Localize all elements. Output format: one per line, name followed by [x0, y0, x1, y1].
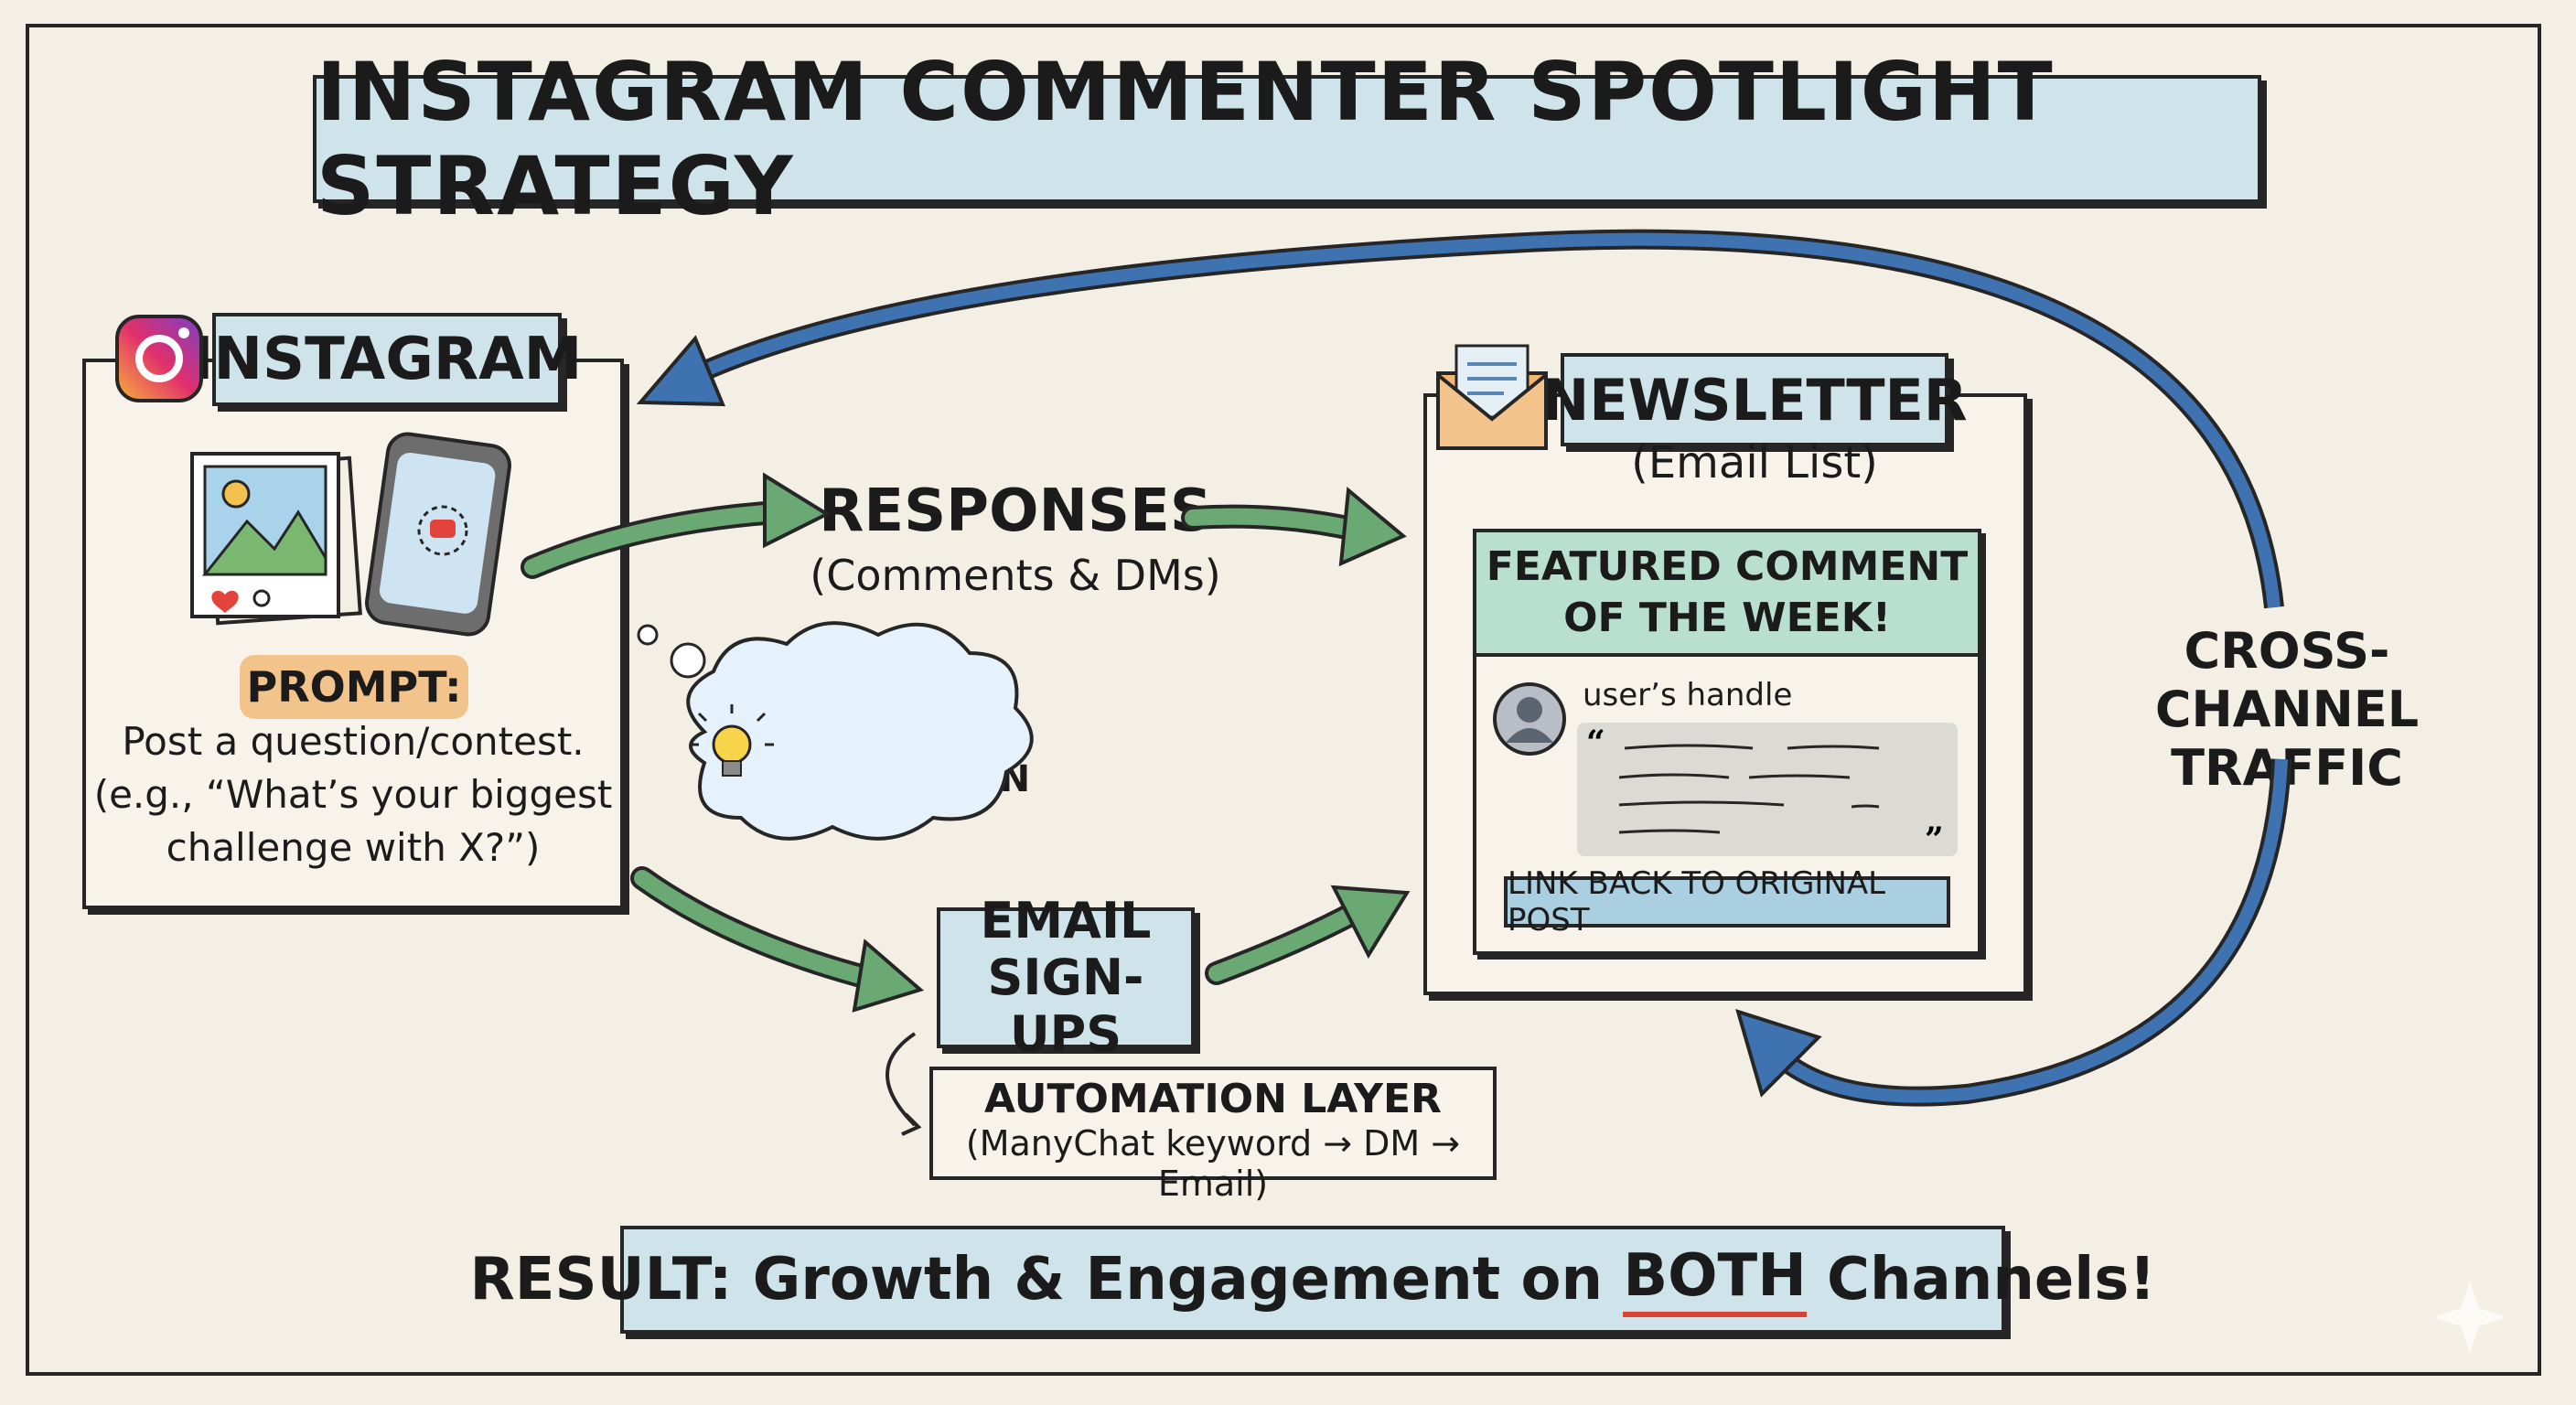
- featured-comment-header: FEATURED COMMENT OF THE WEEK!: [1473, 529, 1981, 657]
- instagram-panel: [82, 359, 624, 909]
- newsletter-label: NEWSLETTER: [1541, 353, 1968, 446]
- result-emphasis: BOTH: [1623, 1242, 1807, 1317]
- cross-channel-label: CROSS-CHANNEL TRAFFIC: [2067, 622, 2506, 798]
- diagram-frame: [26, 24, 2541, 1376]
- automation-title: AUTOMATION LAYER: [984, 1076, 1442, 1122]
- result-prefix: RESULT: Growth & Engagement on: [469, 1246, 1624, 1314]
- automation-subtitle: (ManyChat keyword → DM → Email): [965, 1123, 1461, 1204]
- user-handle: user’s handle: [1583, 677, 1793, 713]
- email-signups-line-1: EMAIL: [980, 892, 1152, 949]
- prompt-line-1: Post a question/contest.: [122, 719, 585, 764]
- link-back-button[interactable]: LINK BACK TO ORIGINAL POST: [1504, 865, 1950, 938]
- responses-label: RESPONSES: [819, 477, 1212, 545]
- prompt-text: Post a question/contest. (e.g., “What’s …: [88, 715, 618, 874]
- desire-line-1: DESIRE FOR: [764, 711, 1011, 753]
- newsletter-sublabel: (Email List): [1631, 437, 1878, 488]
- desire-for-recognition: DESIRE FOR RECOGNITION: [723, 708, 1052, 803]
- automation-layer-box: [929, 1067, 1497, 1180]
- featured-line-2: OF THE WEEK!: [1563, 595, 1891, 641]
- email-signups-box: EMAIL SIGN-UPS: [937, 893, 1195, 1063]
- diagram-title: INSTAGRAM COMMENTER SPOTLIGHT STRATEGY: [313, 45, 2261, 233]
- responses-sublabel: (Comments & DMs): [810, 551, 1221, 600]
- result-banner: RESULT: Growth & Engagement on BOTH Chan…: [470, 1226, 2156, 1334]
- cross-channel-line-1: CROSS-CHANNEL: [2154, 622, 2420, 738]
- prompt-line-2: (e.g., “What’s your biggest: [93, 772, 613, 817]
- prompt-line-3: challenge with X?”): [166, 825, 541, 870]
- cross-channel-line-2: TRAFFIC: [2171, 739, 2403, 797]
- result-suffix: Channels!: [1806, 1246, 2156, 1314]
- email-signups-line-2: SIGN-UPS: [987, 949, 1144, 1063]
- quote-block: [1577, 723, 1958, 856]
- instagram-label: INSTAGRAM: [192, 313, 582, 406]
- prompt-label: PROMPT:: [240, 655, 468, 719]
- featured-line-1: FEATURED COMMENT: [1486, 543, 1969, 590]
- desire-line-2: RECOGNITION: [744, 758, 1031, 800]
